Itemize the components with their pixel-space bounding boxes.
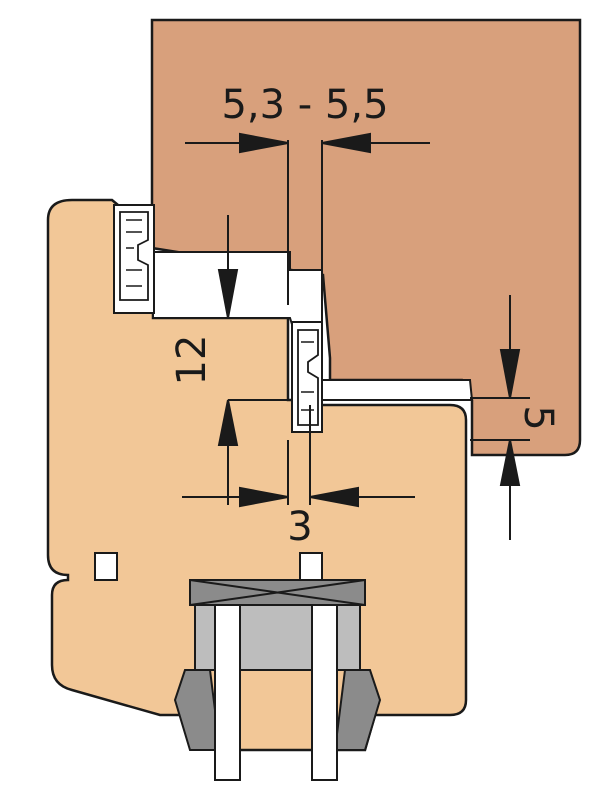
dim-groove bbox=[182, 405, 415, 508]
dim-overlap bbox=[217, 215, 288, 505]
notch-left bbox=[94, 552, 118, 581]
gasket-middle bbox=[291, 321, 323, 433]
lower-gap bbox=[305, 379, 474, 401]
glazing-unit bbox=[173, 579, 382, 781]
sash-profile bbox=[150, 18, 582, 457]
label-overlap-depth: 12 bbox=[169, 335, 215, 386]
dim-sash-gap bbox=[185, 132, 430, 305]
frame-profile bbox=[46, 198, 468, 752]
notch-right bbox=[299, 552, 323, 581]
dim-frame-offset bbox=[470, 295, 530, 540]
label-sash-gap: 5,3 - 5,5 bbox=[221, 82, 388, 128]
label-groove-width: 3 bbox=[287, 504, 312, 550]
gasket-upper bbox=[113, 204, 155, 314]
label-frame-offset: 5 bbox=[515, 405, 561, 430]
